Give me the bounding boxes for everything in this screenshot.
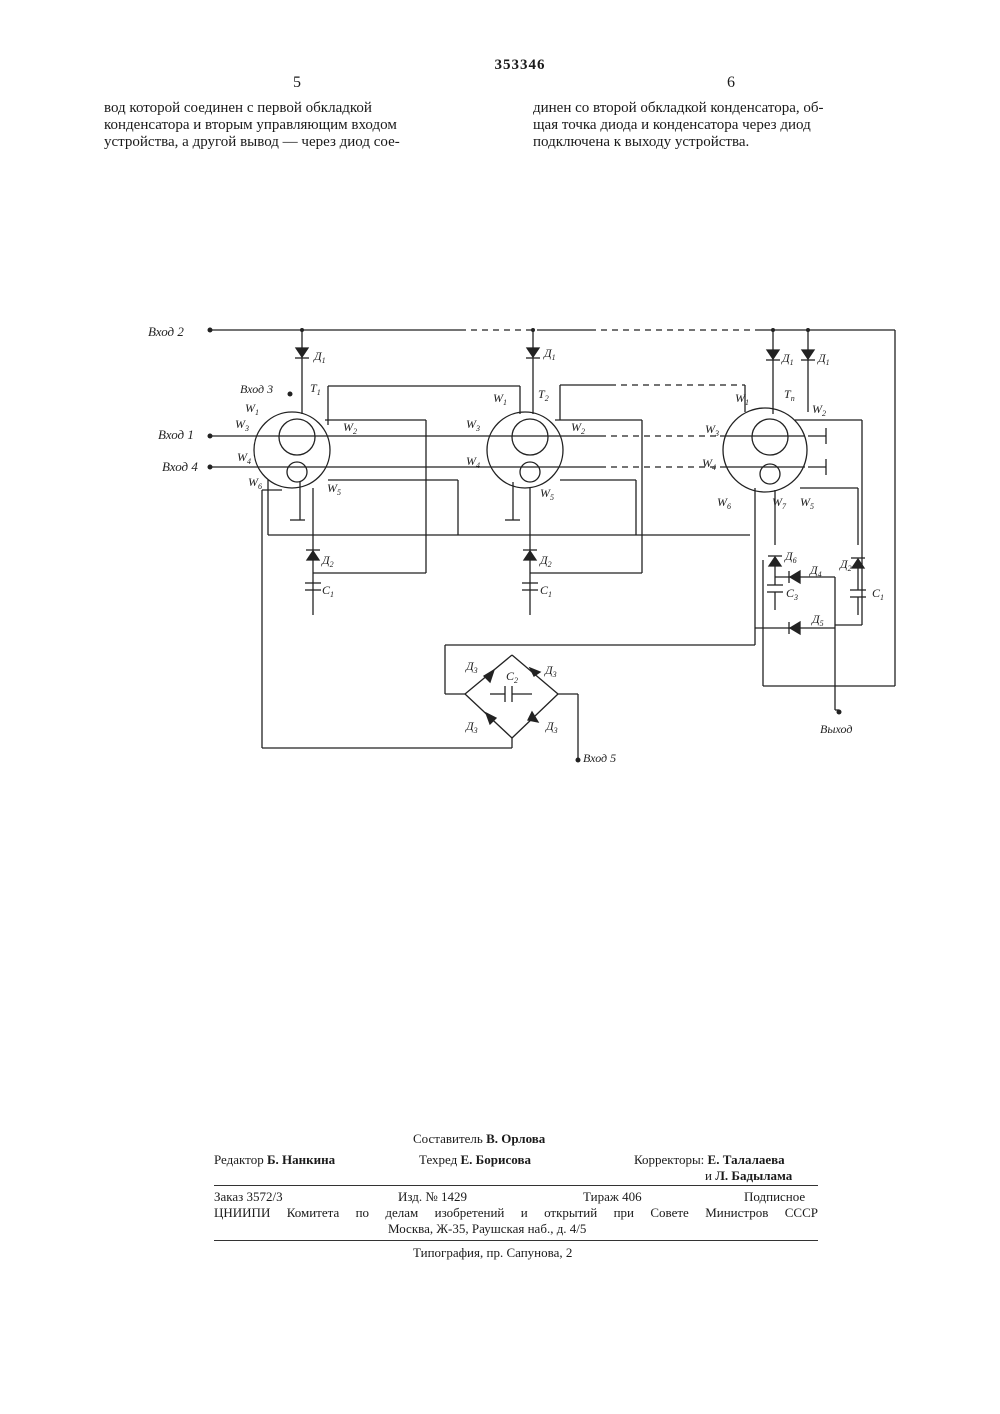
label-w6-coren: W6 [717, 495, 731, 511]
label-d2-core2: Д2 [539, 553, 552, 569]
label-input-5: Вход 5 [583, 751, 616, 765]
label-d3-d: Д3 [545, 719, 558, 735]
label-d3-b: Д3 [544, 663, 557, 679]
label-w1-core2: W1 [493, 391, 507, 407]
corrector-2: Л. Бадылама [715, 1168, 792, 1183]
org-line-2: Москва, Ж-35, Раушская наб., д. 4/5 [388, 1221, 586, 1237]
label-w6-core1: W6 [248, 475, 262, 491]
label-d1-core2: Д1 [543, 346, 556, 362]
compiler-label: Составитель [413, 1131, 483, 1146]
label-input-2: Вход 2 [148, 324, 184, 339]
label-w4-coren: W4 [702, 456, 716, 472]
label-input-1: Вход 1 [158, 427, 194, 442]
compiler-line: Составитель В. Орлова [413, 1131, 545, 1147]
label-w2-coren: W2 [812, 402, 826, 418]
label-w2-core2: W2 [571, 420, 585, 436]
label-c3: С3 [786, 586, 798, 602]
editor-label: Редактор [214, 1152, 264, 1167]
corrector-2-prefix: и [705, 1168, 712, 1183]
label-d2-coren: Д2 [839, 557, 852, 573]
techred-label: Техред [419, 1152, 457, 1167]
correctors-line: Корректоры: Е. Талалаева [634, 1152, 785, 1168]
label-tn: Тn [784, 387, 795, 403]
divider [214, 1185, 818, 1186]
print-run: Тираж 406 [583, 1189, 642, 1205]
subscription: Подписное [744, 1189, 805, 1205]
label-d3-a: Д3 [465, 659, 478, 675]
label-w3-core2: W3 [466, 417, 480, 433]
divider [214, 1240, 818, 1241]
label-w3-core1: W3 [235, 417, 249, 433]
compiler-name: В. Орлова [486, 1131, 545, 1146]
label-w3-coren: W3 [705, 422, 719, 438]
order-number: Заказ 3572/3 [214, 1189, 283, 1205]
label-w5-core1: W5 [327, 481, 341, 497]
label-d4: Д4 [809, 563, 822, 579]
label-w5-coren: W5 [800, 495, 814, 511]
label-w4-core1: W4 [237, 450, 251, 466]
label-input-4: Вход 4 [162, 459, 198, 474]
printing-house: Типография, пр. Сапунова, 2 [413, 1245, 572, 1261]
label-c2: С2 [506, 669, 518, 685]
label-d1b-coren: Д1 [817, 351, 830, 367]
correctors-label: Корректоры: [634, 1152, 704, 1167]
label-w4-core2: W4 [466, 454, 480, 470]
label-output: Выход [820, 722, 852, 736]
label-w7-coren: W7 [772, 495, 787, 511]
label-input-3: Вход 3 [240, 382, 273, 396]
editor-line: Редактор Б. Нанкина [214, 1152, 335, 1168]
label-d6: Д6 [784, 549, 797, 565]
label-w1-coren: W1 [735, 391, 749, 407]
label-d2-core1: Д2 [321, 553, 334, 569]
editor-name: Б. Нанкина [267, 1152, 335, 1167]
label-d3-c: Д3 [465, 719, 478, 735]
label-t1: Т1 [310, 381, 321, 397]
org-line-1: ЦНИИПИ Комитета по делам изобретений и о… [214, 1205, 818, 1221]
label-w5-core2: W5 [540, 486, 554, 502]
label-d1a-coren: Д1 [781, 351, 794, 367]
label-d1-core1: Д1 [313, 349, 326, 365]
techred-name: Е. Борисова [461, 1152, 531, 1167]
label-c1-coren: С1 [872, 586, 884, 602]
label-c1-core2: С1 [540, 583, 552, 599]
label-t2: Т2 [538, 387, 549, 403]
techred-line: Техред Е. Борисова [419, 1152, 531, 1168]
label-d5: Д5 [811, 612, 824, 628]
label-w2-core1: W2 [343, 420, 357, 436]
label-w1-core1: W1 [245, 401, 259, 417]
corrector-1: Е. Талалаева [708, 1152, 785, 1167]
edition-number: Изд. № 1429 [398, 1189, 467, 1205]
label-c1-core1: С1 [322, 583, 334, 599]
corrector-2-line: и Л. Бадылама [705, 1168, 792, 1184]
